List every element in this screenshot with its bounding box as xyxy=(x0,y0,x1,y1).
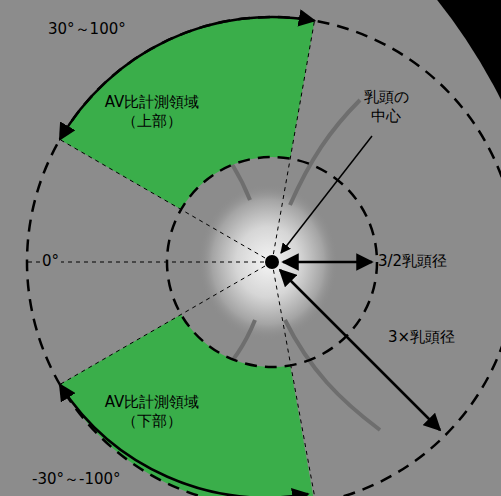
dimension-label: 3×乳頭径 xyxy=(388,328,455,347)
region-label: AV比計測領域 （上部） xyxy=(96,93,208,132)
angle-range: 30°～100° xyxy=(48,20,126,39)
angle-label: 0° xyxy=(40,252,61,271)
measure-region: AV比計測領域 （上部） xyxy=(96,93,208,132)
measure-sector xyxy=(60,315,315,496)
callout-label: 乳頭の 中心 xyxy=(356,88,416,126)
dimension-label: 3/2乳頭径 xyxy=(378,252,447,271)
angle-range: -30°～-100° xyxy=(30,470,123,489)
measure-region: AV比計測領域 （下部） xyxy=(96,393,208,432)
region-label: AV比計測領域 （下部） xyxy=(96,393,208,432)
measure-sector xyxy=(60,17,315,210)
